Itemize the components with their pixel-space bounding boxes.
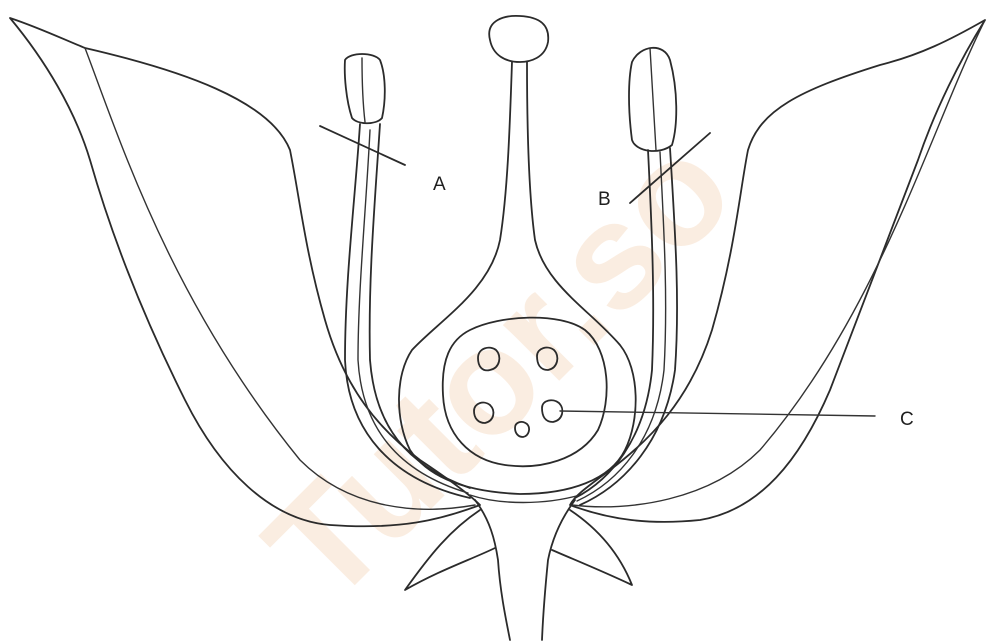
stigma <box>489 16 548 62</box>
label-c: C <box>900 409 914 430</box>
label-c-leader-line <box>560 411 875 416</box>
receptacle <box>470 495 580 640</box>
left-anther <box>345 54 385 123</box>
label-a: A <box>433 174 446 195</box>
left-cut-mark <box>320 126 405 165</box>
watermark: Tutor.so <box>234 103 763 632</box>
label-b: B <box>598 189 611 210</box>
